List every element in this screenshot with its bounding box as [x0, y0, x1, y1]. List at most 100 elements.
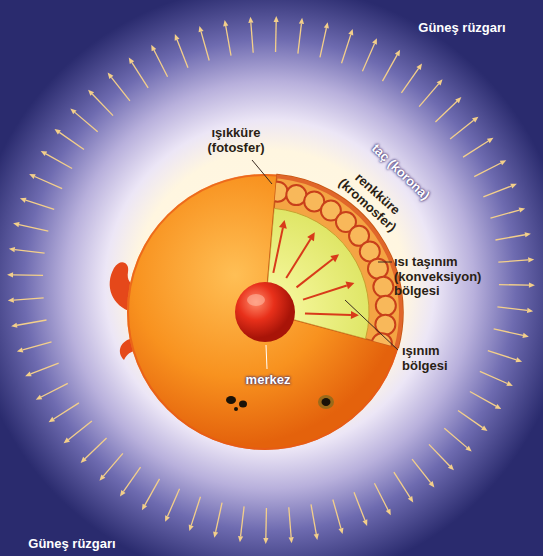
wind-arrow	[92, 94, 113, 116]
core-label: merkez	[246, 373, 291, 388]
convection-cell	[268, 182, 288, 202]
photosphere-layer	[129, 176, 401, 448]
wind-arrow-head	[348, 29, 353, 36]
wind-arrow	[298, 24, 302, 54]
radiation-arrow	[286, 239, 310, 278]
sunspot	[322, 398, 331, 406]
zone-label: ışınım bölgesi	[402, 344, 466, 374]
layer-label: ışıkküre (fotosfer)	[194, 126, 278, 156]
wind-arrow	[31, 363, 59, 374]
wind-arrow-head	[129, 58, 134, 64]
wind-arrow	[59, 132, 84, 149]
wind-arrow-head	[189, 525, 194, 532]
wind-arrow	[226, 26, 231, 56]
wind-arrow-head	[120, 490, 126, 496]
wind-label: Güneş rüzgarı	[418, 21, 505, 36]
wind-arrow-head	[49, 417, 55, 422]
wind-arrow	[46, 154, 72, 169]
wind-arrow	[480, 371, 507, 383]
wind-arrow-head	[13, 222, 19, 227]
wind-arrow-head	[314, 534, 319, 540]
wind-arrow	[483, 186, 511, 197]
wind-arrow	[15, 250, 45, 254]
wind-arrow-head	[41, 151, 48, 156]
wind-arrow-head	[363, 519, 368, 526]
wind-label: Güneş rüzgarı	[28, 537, 115, 552]
radiation-arrow	[297, 259, 333, 287]
wind-arrow	[490, 210, 519, 218]
wind-arrow-head	[64, 438, 70, 444]
wind-arrow	[495, 235, 525, 240]
wind-arrow-head	[9, 247, 15, 252]
radiation-arrow-head	[279, 220, 287, 229]
wind-arrow-head	[213, 531, 218, 537]
wind-arrow	[458, 410, 483, 427]
wind-arrow-head	[238, 536, 243, 542]
wind-arrow	[444, 428, 467, 447]
wind-arrow	[123, 467, 140, 492]
wind-arrow-head	[395, 50, 400, 57]
wind-arrow-head	[289, 537, 294, 543]
sunspot	[226, 396, 236, 404]
wind-arrow	[498, 260, 528, 262]
core	[235, 282, 295, 342]
wind-arrow	[342, 35, 351, 64]
wind-arrow	[394, 472, 410, 497]
leader-line	[345, 300, 398, 350]
wind-arrow	[474, 163, 501, 177]
wind-arrow-head	[416, 63, 422, 69]
wind-arrow-head	[175, 34, 180, 41]
wind-arrow-head	[248, 17, 253, 23]
wind-arrow-head	[516, 357, 523, 362]
wind-arrow-head	[386, 509, 391, 516]
wind-arrow-head	[11, 323, 17, 328]
wind-arrow-head	[20, 198, 27, 203]
wind-arrow	[216, 503, 222, 532]
wind-arrow	[488, 351, 517, 360]
sunspot	[318, 395, 334, 409]
wind-arrow-head	[519, 208, 525, 213]
wind-arrow-head	[36, 395, 43, 400]
wind-arrow-head	[372, 38, 377, 45]
wind-arrow	[450, 120, 474, 139]
wind-arrow	[132, 63, 148, 88]
wind-arrow-head	[17, 347, 23, 352]
wind-arrow	[103, 453, 122, 476]
wind-arrow	[68, 421, 92, 440]
wind-arrow-head	[338, 528, 343, 534]
wind-arrow-head	[142, 504, 147, 511]
wind-arrow	[154, 50, 168, 77]
wind-arrow-head	[29, 174, 36, 179]
wind-arrow-head	[108, 73, 114, 79]
wind-arrow-head	[408, 496, 413, 502]
wind-arrow	[111, 77, 130, 101]
wind-arrow	[374, 483, 388, 510]
wind-arrow-head	[465, 446, 471, 452]
sun-body	[127, 174, 403, 450]
leader-line	[378, 262, 392, 263]
wind-arrow	[35, 177, 62, 189]
wind-arrow	[419, 84, 438, 107]
wind-arrow-head	[7, 272, 13, 277]
wind-arrow	[499, 284, 529, 286]
core-highlight	[247, 294, 265, 306]
sunspot	[234, 407, 238, 411]
leader-line	[266, 345, 267, 369]
wind-arrow-head	[54, 129, 60, 135]
wind-arrow-head	[527, 308, 533, 313]
wind-arrow	[85, 438, 107, 459]
radiation-arrow	[305, 313, 351, 315]
wind-arrow-head	[522, 333, 528, 338]
wind-arrow-head	[528, 257, 534, 262]
convection-cell	[372, 333, 392, 353]
wind-arrow-head	[88, 90, 94, 96]
wind-arrow	[470, 391, 496, 406]
convection-cell	[376, 296, 396, 316]
radiation-arrow	[303, 285, 347, 299]
wind-arrow-head	[500, 160, 507, 165]
wind-arrow	[41, 383, 68, 397]
wind-arrow-head	[487, 138, 493, 143]
wind-arrow-head	[525, 232, 531, 237]
